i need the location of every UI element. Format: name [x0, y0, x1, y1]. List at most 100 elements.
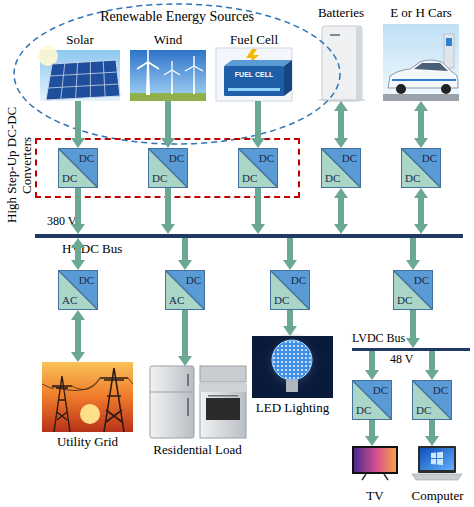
device-label: E or H Cars — [381, 6, 461, 21]
converter-port-label: DC — [274, 294, 289, 306]
converter-half — [322, 149, 360, 187]
converter-diagonal — [59, 271, 97, 309]
load-label: Computer — [410, 489, 465, 504]
fuel-cell-illustration — [284, 60, 292, 96]
power-flow-arrow — [75, 248, 81, 260]
solar-panel-illustration — [38, 46, 120, 101]
converter-port-label: AC — [62, 294, 77, 306]
wind-turbine-illustration — [137, 49, 159, 69]
device-marking: FUEL CELL — [224, 71, 284, 79]
fuel-cell-illustration — [216, 48, 292, 101]
power-flow-arrow — [182, 310, 188, 356]
converter-port-label: DC — [291, 274, 306, 286]
computer-illustration — [412, 474, 462, 480]
load-node: TV — [350, 446, 400, 504]
power-flow-arrow — [255, 101, 261, 138]
residential-load-illustration — [150, 392, 194, 393]
residential-load-illustration — [200, 366, 246, 382]
power-flow-arrow — [165, 188, 171, 224]
converter-port-label: DC — [242, 172, 257, 184]
wind-turbine-illustration — [130, 50, 206, 101]
converter-port-label: DC — [373, 384, 388, 396]
electric-car-illustration — [383, 94, 459, 101]
converter-port-label: DC — [342, 152, 357, 164]
converter-diagonal — [271, 271, 309, 309]
power-flow-arrow — [369, 351, 375, 370]
converter-diagonal — [402, 149, 440, 187]
bus-label: 380 V — [47, 215, 76, 229]
converter-port-label: DC — [79, 274, 94, 286]
device-node: Batteries — [306, 6, 376, 101]
electric-car-illustration — [383, 24, 459, 101]
converter-port-label: DC — [152, 172, 167, 184]
converter-port-label: DC — [186, 274, 201, 286]
dc-bus: LVDC Bus48 V — [352, 348, 470, 351]
power-flow-arrow — [75, 188, 81, 224]
power-flow-arrow — [429, 351, 435, 370]
group-title: Renewable Energy Sources — [13, 9, 341, 25]
electric-car-illustration — [414, 63, 448, 71]
converter-port-label: DC — [397, 294, 412, 306]
computer-illustration — [420, 448, 454, 470]
bus-label: LVDC Bus — [352, 332, 405, 346]
converter-half — [239, 149, 277, 187]
electric-car-illustration — [441, 84, 451, 94]
wind-turbine-illustration — [171, 70, 173, 94]
power-flow-arrow — [338, 198, 344, 224]
dashed-ellipse — [13, 3, 341, 145]
converter-diagonal — [59, 149, 97, 187]
solar-panel-illustration — [48, 61, 119, 99]
solar-panel-illustration — [46, 60, 120, 100]
converter-port-label: DC — [405, 172, 420, 184]
converter-half — [166, 271, 204, 309]
converter-box: DCDC — [238, 148, 278, 188]
device-node: Wind — [128, 33, 208, 101]
computer-illustration — [418, 446, 456, 473]
source-group: Renewable Energy SourcesSolarWindFuel Ce… — [13, 3, 341, 145]
tv-illustration — [354, 448, 396, 472]
converter-box: DCAC — [165, 270, 205, 310]
converter-port-label: DC — [414, 274, 429, 286]
converter-diagonal — [413, 381, 451, 419]
power-flow-arrow — [182, 238, 188, 260]
computer-illustration — [437, 452, 443, 458]
converter-port-label: DC — [62, 172, 77, 184]
device-label: Batteries — [306, 6, 376, 21]
wind-turbine-illustration — [193, 66, 195, 94]
converter-half — [59, 271, 97, 309]
load-label: Residential Load — [145, 443, 250, 458]
converter-half — [394, 271, 432, 309]
converter-box: DCDC — [393, 270, 433, 310]
converter-half — [394, 271, 432, 309]
converter-half — [166, 271, 204, 309]
device-node: E or H Cars — [381, 6, 461, 101]
power-flow-arrow — [338, 111, 344, 138]
group-title: High Step-Up DC-DC Converters — [4, 95, 36, 235]
power-flow-arrow — [287, 238, 293, 260]
led-lighting-illustration — [252, 332, 333, 398]
converter-half — [402, 149, 440, 187]
converter-port-label: DC — [433, 384, 448, 396]
electric-car-illustration — [392, 79, 456, 81]
tv-illustration — [362, 474, 388, 480]
power-flow-arrow — [165, 101, 171, 138]
converter-half — [322, 149, 360, 187]
wind-turbine-illustration — [146, 62, 150, 95]
converter-group: High Step-Up DC-DC ConvertersDCDCDCDCDCD… — [35, 138, 300, 198]
converter-diagonal — [239, 149, 277, 187]
battery-illustration — [318, 26, 366, 102]
computer-illustration — [431, 453, 436, 459]
computer-illustration — [437, 459, 443, 465]
battery-illustration — [322, 26, 362, 100]
load-node: LED Lighting — [250, 336, 335, 416]
power-flow-arrow — [410, 310, 416, 338]
load-node: Residential Load — [145, 366, 250, 458]
battery-illustration — [330, 34, 340, 36]
converter-port-label: DC — [416, 404, 431, 416]
residential-load-illustration — [150, 366, 246, 438]
converter-port-label: DC — [422, 152, 437, 164]
residential-load-illustration — [200, 384, 246, 392]
led-lighting-illustration — [262, 332, 322, 392]
converter-diagonal — [394, 271, 432, 309]
